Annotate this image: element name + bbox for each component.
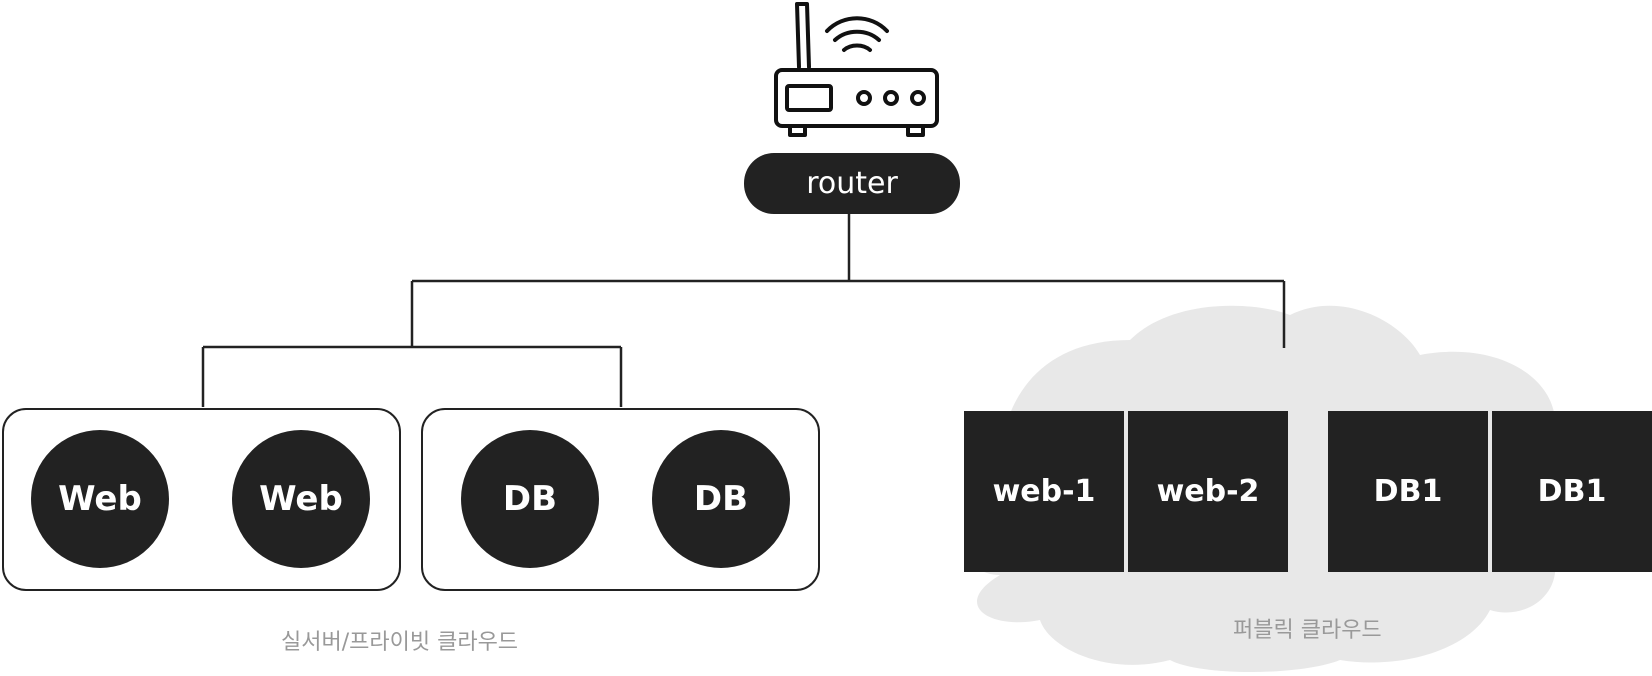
cloud-db-node: DB1: [1492, 411, 1652, 572]
cloud-web-node: web-1: [964, 411, 1124, 572]
wifi-router-icon: [774, 2, 939, 137]
web-server-node: Web: [232, 430, 370, 568]
web-server-node: Web: [31, 430, 169, 568]
cloud-db-node: DB1: [1328, 411, 1488, 572]
db-server-node: DB: [461, 430, 599, 568]
connection-lines: [201, 214, 1286, 407]
cloud-web-node: web-2: [1128, 411, 1288, 572]
db-server-node: DB: [652, 430, 790, 568]
private-cloud-caption: 실서버/프라이빗 클라우드: [281, 630, 519, 655]
router-label: router: [744, 153, 960, 214]
public-cloud-caption: 퍼블릭 클라우드: [1233, 618, 1382, 643]
